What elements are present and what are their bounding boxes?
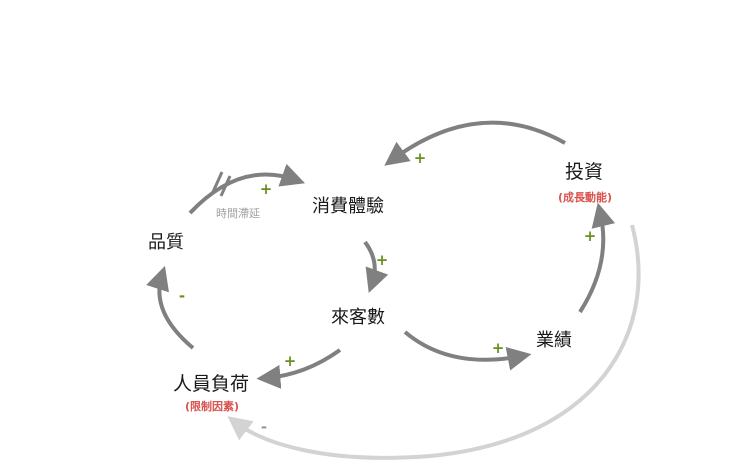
sign-investment-to-experience: + — [414, 149, 427, 167]
node-visitors: 來客數 — [331, 307, 385, 328]
node-investment: 投資 — [565, 161, 603, 183]
node-investment-note: (成長動能) — [558, 190, 612, 204]
node-experience: 消費體驗 — [312, 196, 384, 217]
arrow-staff-load-to-quality — [146, 265, 195, 350]
sign-staff-load-to-quality: - — [179, 287, 185, 305]
arrow-quality-to-experience — [188, 163, 306, 215]
sign-visitors-to-performance: + — [492, 339, 505, 357]
sign-experience-to-visitors: + — [376, 251, 389, 269]
sign-visitors-to-staff-load: + — [284, 352, 297, 370]
node-performance: 業績 — [536, 330, 572, 351]
arrow-investment-to-experience — [384, 120, 566, 166]
node-quality: 品質 — [148, 232, 184, 253]
time-delay-label: 時間滯延 — [216, 206, 260, 220]
sign-investment-to-staff-load: - — [261, 418, 267, 436]
sign-quality-to-experience: + — [260, 180, 273, 198]
arrow-visitors-to-staff-load — [256, 348, 342, 389]
arrow-performance-to-investment — [578, 202, 616, 314]
arrow-experience-to-visitors — [363, 240, 389, 294]
delay-tick-2 — [219, 175, 232, 197]
node-staff-load: 人員負荷 — [173, 373, 249, 395]
arrow-investment-to-staff-load — [227, 224, 641, 460]
arrow-visitors-to-performance — [403, 330, 532, 371]
sign-performance-to-investment: + — [584, 227, 597, 245]
delay-tick-1 — [211, 171, 224, 193]
node-staff-load-note: (限制因素) — [185, 399, 239, 413]
